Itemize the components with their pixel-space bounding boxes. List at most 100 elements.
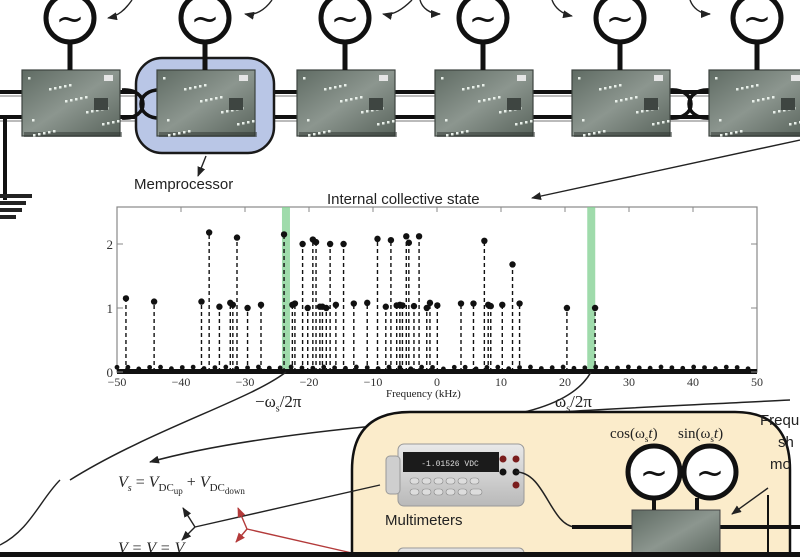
- generator-arrows: [107, 0, 711, 21]
- spectrum-peak: [403, 233, 410, 372]
- y-tick-label: 0: [107, 365, 114, 380]
- noise-point: [332, 365, 337, 371]
- noise-point: [560, 364, 566, 370]
- peak-marker: [326, 240, 334, 248]
- peak-marker: [403, 233, 410, 240]
- red-arrows: [235, 507, 353, 554]
- instrument-panel: -1.01526 VDC ~: [350, 410, 800, 557]
- sin-generator: ~: [681, 443, 739, 501]
- ws-symbol: ω: [555, 392, 567, 411]
- spectrum-peak: [563, 304, 571, 372]
- noise-point: [713, 366, 718, 371]
- peak-marker: [323, 304, 330, 312]
- peak-marker: [150, 298, 158, 305]
- noise-point: [484, 364, 490, 370]
- cos-label: cos(ωst): [610, 426, 658, 444]
- noise-point: [669, 365, 675, 371]
- noise-point: [147, 364, 153, 370]
- noise-point: [723, 364, 729, 370]
- equation-vs: Vs = VDCup + VDCdown: [118, 474, 245, 496]
- noise-point: [538, 366, 544, 371]
- multimeter-display: [403, 452, 499, 472]
- spectrum-peak: [326, 240, 334, 372]
- noise-point: [190, 364, 196, 370]
- noise-point: [745, 366, 751, 372]
- memprocessor-label: Memprocessor: [134, 176, 234, 193]
- spectrum-peak: [323, 304, 330, 372]
- noise-point: [179, 365, 185, 370]
- spectrum-peak: [257, 301, 265, 372]
- spectrum-peak: [423, 304, 430, 372]
- noise-point: [169, 366, 174, 372]
- spectrum-peak: [374, 235, 381, 372]
- peak-marker: [423, 304, 430, 312]
- noise-point: [691, 364, 697, 370]
- peak-marker: [291, 300, 299, 307]
- spectrum-peak: [280, 231, 288, 372]
- equation-arrows: [0, 479, 381, 546]
- spectrum-peak: [499, 301, 506, 372]
- spectrum-peak: [487, 302, 494, 372]
- memprocessor-board: [708, 69, 800, 137]
- noise-point: [441, 366, 446, 372]
- peak-marker: [382, 303, 389, 310]
- spectrum-peak: [122, 295, 130, 372]
- peak-marker: [481, 237, 488, 244]
- frequency-band-highlight: [587, 207, 596, 372]
- peak-marker: [122, 295, 130, 302]
- eq-term1-sub: DC: [158, 482, 174, 495]
- noise-point: [702, 365, 707, 371]
- x-tick-label: 40: [687, 375, 699, 389]
- sine-wave-icon: ~: [606, 0, 635, 39]
- memprocessor-board: [296, 69, 397, 137]
- ac-generator: ~: [593, 0, 647, 70]
- spectrum-peak: [229, 301, 237, 372]
- peak-marker: [312, 238, 320, 246]
- x-tick-label: −20: [300, 375, 319, 389]
- eq-lhs: V: [118, 474, 128, 491]
- spectrum-peak: [233, 234, 241, 372]
- memprocessor-board: [434, 69, 535, 137]
- noise-point: [495, 364, 501, 370]
- ws-tail: /2π: [570, 392, 592, 411]
- spectrum-peak: [340, 240, 347, 372]
- noise-point: [266, 365, 272, 371]
- spectrum-peak: [387, 236, 395, 372]
- peak-marker: [229, 301, 237, 308]
- memprocessor-pointer: [197, 155, 207, 177]
- sine-wave-icon: ~: [56, 0, 85, 39]
- noise-point: [125, 364, 131, 370]
- noise-floor: [117, 369, 757, 374]
- noise-point: [430, 364, 435, 370]
- noise-point: [647, 365, 653, 371]
- x-tick-label: 20: [559, 375, 571, 389]
- noise-point: [636, 365, 642, 371]
- sine-wave-icon: ~: [191, 0, 220, 39]
- sine-wave-icon: ~: [743, 0, 772, 39]
- ground-symbol: [0, 117, 32, 219]
- peak-marker: [350, 300, 357, 307]
- peak-marker: [280, 231, 288, 238]
- noise-point: [473, 366, 479, 372]
- noise-point: [245, 365, 250, 371]
- sine-wave-icon: ~: [331, 0, 360, 39]
- noise-point: [201, 366, 207, 371]
- spectrum-peak: [198, 298, 205, 372]
- noise-point: [375, 366, 381, 371]
- memprocessor-board: [571, 69, 672, 137]
- noise-point: [299, 365, 305, 371]
- ws-subscript: s: [566, 403, 571, 415]
- x-tick-label: −40: [172, 375, 191, 389]
- peak-marker: [216, 303, 223, 310]
- ws-band-label: ωs/2π: [555, 392, 592, 414]
- eq-plus: +: [182, 474, 200, 491]
- noise-point: [223, 364, 229, 370]
- noise-point: [386, 364, 392, 370]
- sin-text: sin(ω: [678, 426, 711, 442]
- spectrum-peak: [591, 304, 599, 372]
- eq-term1-subsub: up: [173, 486, 183, 497]
- spectrum-peak: [291, 300, 299, 372]
- peak-marker: [364, 299, 371, 307]
- spectrum-peak: [434, 302, 441, 372]
- peak-marker: [499, 301, 506, 308]
